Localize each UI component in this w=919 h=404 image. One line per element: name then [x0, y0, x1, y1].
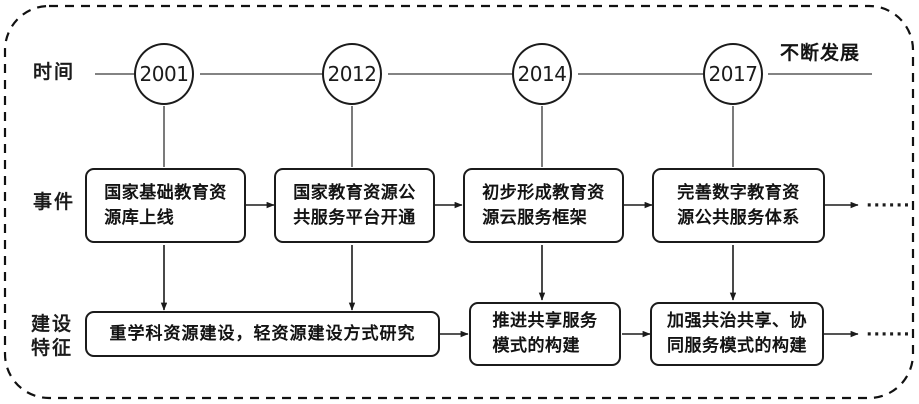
- event-box-3[interactable]: 初步形成教育资 源云服务框架: [463, 168, 624, 243]
- feature-box-3[interactable]: 加强共治共享、协 同服务模式的构建: [650, 302, 824, 366]
- outer-dashed-frame: [3, 4, 915, 400]
- feature-box-1-text: 重学科资源建设，轻资源建设方式研究: [109, 323, 416, 344]
- timeline-year-2001[interactable]: 2001: [134, 43, 194, 105]
- event-box-1-text: 国家基础教育资 源库上线: [104, 182, 227, 228]
- event-box-1[interactable]: 国家基础教育资 源库上线: [85, 168, 246, 243]
- event-box-3-text: 初步形成教育资 源云服务框架: [482, 182, 605, 228]
- timeline-year-2014[interactable]: 2014: [512, 43, 572, 105]
- event-box-2-text: 国家教育资源公 共服务平台开通: [293, 182, 416, 228]
- row-label-time: 时间: [32, 61, 75, 83]
- feature-box-1[interactable]: 重学科资源建设，轻资源建设方式研究: [85, 311, 440, 357]
- timeline-year-2017-label: 2017: [708, 62, 758, 86]
- event-continuation-mark: ······: [866, 196, 911, 216]
- timeline-to-event-connectors: [163, 106, 734, 167]
- feature-continuation-mark: ······: [866, 325, 911, 345]
- timeline-year-2012-label: 2012: [327, 62, 377, 86]
- timeline-year-2014-label: 2014: [517, 62, 567, 86]
- feature-box-2-text: 推进共享服务 模式的构建: [492, 311, 598, 356]
- timeline-year-2001-label: 2001: [139, 62, 189, 86]
- row-label-event: 事件: [32, 191, 75, 213]
- row-label-feature: 建设 特征: [30, 313, 73, 359]
- feature-box-3-text: 加强共治共享、协 同服务模式的构建: [667, 311, 807, 356]
- event-box-4-text: 完善数字教育资 源公共服务体系: [677, 182, 800, 228]
- event-box-2[interactable]: 国家教育资源公 共服务平台开通: [274, 168, 435, 243]
- event-box-4[interactable]: 完善数字教育资 源公共服务体系: [652, 168, 825, 243]
- timeline-year-2017[interactable]: 2017: [703, 43, 763, 105]
- event-to-feature-connectors: [160, 245, 737, 311]
- continuous-development-caption: 不断发展: [780, 42, 861, 64]
- feature-box-2[interactable]: 推进共享服务 模式的构建: [469, 302, 621, 366]
- timeline-year-2012[interactable]: 2012: [322, 43, 382, 105]
